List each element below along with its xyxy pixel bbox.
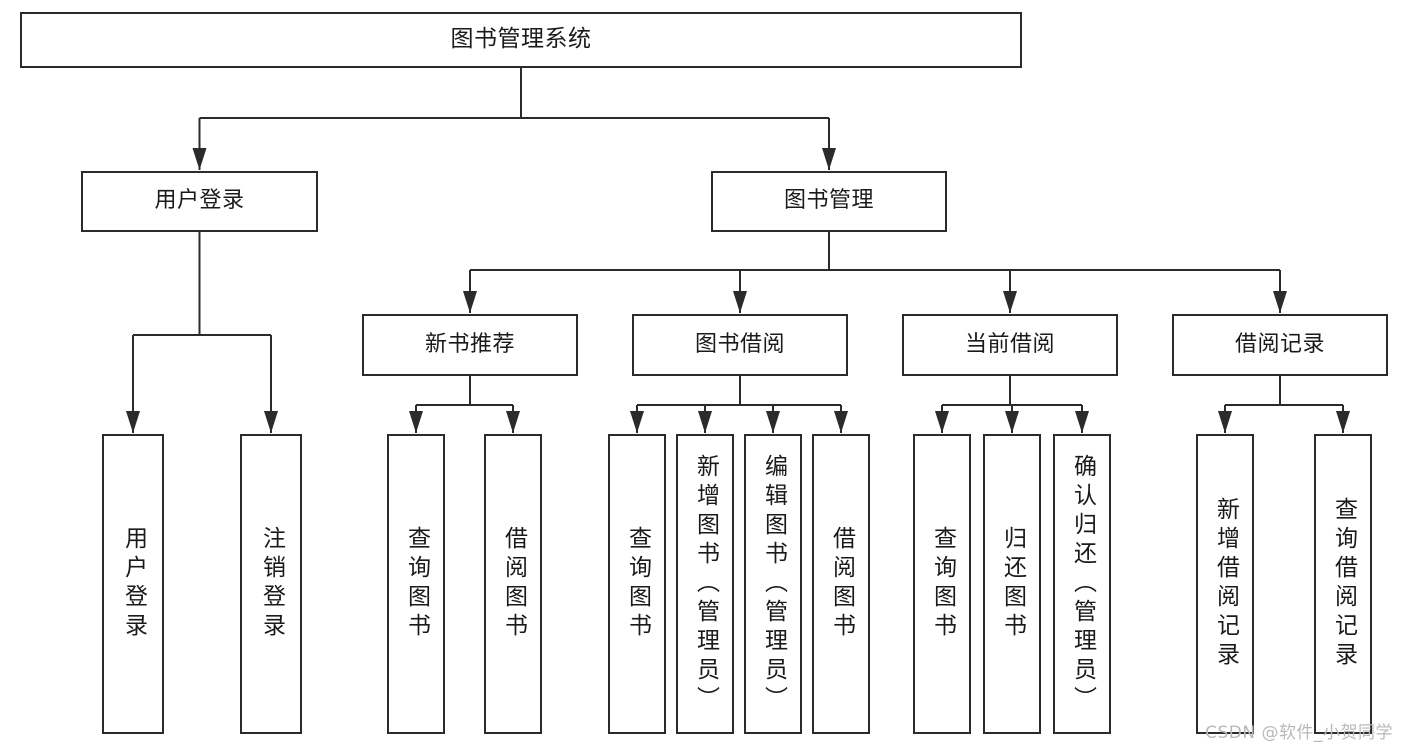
node-label: 查询借阅记录 (1330, 497, 1357, 671)
node-label: 新增借阅记录 (1212, 497, 1239, 671)
node-leaf-new-2[interactable]: 借阅图书 (484, 434, 542, 734)
node-bookmgmt[interactable]: 图书管理 (711, 171, 947, 232)
node-label: 注销登录 (258, 526, 285, 642)
node-newbook[interactable]: 新书推荐 (362, 314, 578, 376)
node-label: 当前借阅 (964, 331, 1055, 357)
node-label: 归还图书 (999, 526, 1026, 642)
node-label: 新书推荐 (424, 331, 515, 357)
node-label: 新增图书（管理员） (692, 453, 719, 715)
arrowhead-icon (506, 411, 520, 433)
arrowhead-icon (733, 291, 747, 313)
arrowhead-icon (1005, 411, 1019, 433)
arrowhead-icon (834, 411, 848, 433)
node-label: 图书借阅 (694, 331, 785, 357)
node-current[interactable]: 当前借阅 (902, 314, 1118, 376)
node-leaf-cur-2[interactable]: 归还图书 (983, 434, 1041, 734)
arrowhead-icon (192, 148, 207, 170)
node-leaf-login-1[interactable]: 用户登录 (102, 434, 164, 734)
arrowhead-icon (409, 411, 423, 433)
node-leaf-rec-2[interactable]: 查询借阅记录 (1314, 434, 1372, 734)
node-leaf-cur-3[interactable]: 确认归还（管理员） (1053, 434, 1111, 734)
arrowhead-icon (463, 291, 477, 313)
node-label: 用户登录 (154, 188, 245, 214)
node-label: 借阅图书 (828, 526, 855, 642)
arrowhead-icon (1273, 291, 1287, 313)
node-label: 查询图书 (624, 526, 651, 642)
arrowhead-icon (766, 411, 780, 433)
node-leaf-bor-2[interactable]: 新增图书（管理员） (676, 434, 734, 734)
node-label: 借阅图书 (500, 526, 527, 642)
arrowhead-icon (935, 411, 949, 433)
arrowhead-icon (1336, 411, 1350, 433)
arrowhead-icon (1075, 411, 1089, 433)
node-borrow[interactable]: 图书借阅 (632, 314, 848, 376)
arrowhead-icon (126, 411, 140, 433)
node-label: 确认归还（管理员） (1069, 453, 1096, 715)
node-login[interactable]: 用户登录 (81, 171, 318, 232)
arrowhead-icon (698, 411, 712, 433)
node-leaf-login-2[interactable]: 注销登录 (240, 434, 302, 734)
node-leaf-new-1[interactable]: 查询图书 (387, 434, 445, 734)
arrowhead-icon (1003, 291, 1017, 313)
node-records[interactable]: 借阅记录 (1172, 314, 1388, 376)
node-label: 图书管理系统 (450, 26, 592, 53)
watermark: CSDN @软件_小贺同学 (1205, 723, 1393, 743)
node-label: 查询图书 (403, 526, 430, 642)
node-leaf-bor-4[interactable]: 借阅图书 (812, 434, 870, 734)
arrowhead-icon (822, 148, 836, 170)
node-leaf-rec-1[interactable]: 新增借阅记录 (1196, 434, 1254, 734)
arrowhead-icon (630, 411, 644, 433)
arrowhead-icon (1218, 411, 1232, 433)
node-root[interactable]: 图书管理系统 (20, 12, 1022, 68)
node-label: 编辑图书（管理员） (760, 453, 787, 715)
node-label: 查询图书 (929, 526, 956, 642)
node-leaf-bor-1[interactable]: 查询图书 (608, 434, 666, 734)
node-label: 图书管理 (783, 188, 874, 214)
arrowhead-icon (264, 411, 278, 433)
node-leaf-cur-1[interactable]: 查询图书 (913, 434, 971, 734)
node-label: 用户登录 (120, 526, 147, 642)
node-label: 借阅记录 (1234, 331, 1325, 357)
node-leaf-bor-3[interactable]: 编辑图书（管理员） (744, 434, 802, 734)
